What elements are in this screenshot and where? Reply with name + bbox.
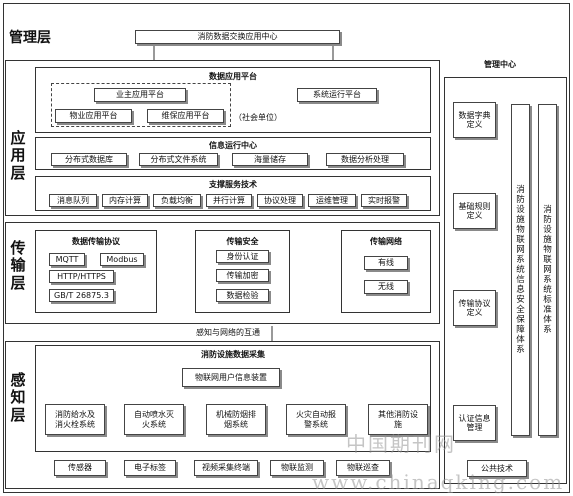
standard-system-column: 消防设施物联网系统标准体系: [538, 104, 557, 436]
mc-line: 认证信息: [458, 413, 491, 423]
data-dictionary-box: 数据字典 定义: [453, 102, 496, 138]
iot-patrol-box: 物联巡查: [336, 460, 390, 476]
rfid-tag-box: 电子标签: [124, 460, 176, 476]
network-wireless: 无线: [364, 280, 408, 294]
application-label-char: 用: [10, 146, 26, 165]
outer-frame: [3, 3, 570, 493]
application-layer-label: 应 用 层: [9, 129, 27, 182]
data-exchange-center: 消防数据交换应用中心: [135, 30, 340, 44]
property-platform: 物业应用平台: [55, 109, 132, 123]
mc-line: 传输协议: [458, 298, 491, 308]
mc-line: 数据字典: [458, 110, 491, 120]
sensor-box: 传感器: [54, 460, 106, 476]
security-item: 身份认证: [216, 250, 269, 263]
perception-label-char: 层: [10, 405, 26, 424]
perception-label-char: 知: [10, 388, 26, 407]
support-item: 负载均衡: [153, 194, 201, 207]
support-item: 内存计算: [102, 194, 148, 207]
protocol-gbt: GB/T 26875.3: [49, 289, 114, 302]
system-line: 其他消防设: [378, 410, 418, 420]
ops-platform: 系统运行平台: [297, 88, 377, 102]
application-label-char: 应: [10, 129, 26, 147]
protocol-mqtt: MQTT: [49, 253, 85, 266]
info-item: 分布式文件系统: [139, 153, 218, 166]
interconnect-label: 感知与网络的互通: [196, 328, 260, 337]
info-center-title: 信息运行中心: [209, 141, 257, 150]
system-line: 消防给水及: [55, 410, 95, 420]
system-line: 自动喷水灭: [134, 410, 174, 420]
info-item: 分布式数据库: [51, 153, 127, 166]
system-line: 机械防烟排: [216, 410, 256, 420]
iot-user-device: 物联网用户信息装置: [182, 368, 280, 387]
management-center-title: 管理中心: [484, 60, 516, 69]
standard-system-text: 消防设施物联网系统标准体系: [543, 205, 552, 335]
video-terminal-box: 视频采集终端: [194, 460, 258, 476]
mc-line: 定义: [466, 120, 483, 129]
perception-layer-label: 感 知 层: [9, 371, 27, 424]
system-box: 其他消防设 施: [368, 404, 428, 435]
transmission-label-char: 层: [10, 273, 26, 292]
management-layer-label: 管理层: [9, 30, 51, 46]
protocol-title: 数据传输协议: [72, 237, 120, 246]
application-label-char: 层: [10, 163, 26, 182]
perception-label-char: 感: [10, 371, 26, 389]
support-item: 协议处理: [257, 194, 303, 207]
security-item: 传输加密: [216, 269, 269, 282]
data-collection-title: 消防设施数据采集: [201, 350, 265, 359]
support-item: 运维管理: [308, 194, 356, 207]
info-item: 海量储存: [232, 153, 308, 166]
system-line: 消火栓系统: [55, 419, 95, 429]
system-box: 自动喷水灭 火系统: [124, 404, 184, 435]
maintenance-platform: 维保应用平台: [147, 109, 224, 123]
system-box: 机械防烟排 烟系统: [206, 404, 266, 435]
security-system-column: 消防设施物联网系统信息安全保障体系: [511, 104, 530, 436]
support-item: 实时报警: [361, 194, 407, 207]
system-line: 火系统: [142, 419, 166, 429]
security-item: 数据检验: [216, 289, 269, 302]
system-box: 火灾自动报 警系统: [286, 404, 346, 435]
protocol-http: HTTP/HTTPS: [49, 270, 114, 283]
system-line: 施: [394, 419, 402, 429]
network-title: 传输网络: [370, 237, 402, 246]
network-frame: [341, 230, 431, 313]
mc-line: 管理: [466, 423, 483, 432]
mc-line: 定义: [466, 211, 483, 220]
transmission-protocol-box: 传输协议 定义: [453, 290, 496, 326]
support-item: 消息队列: [49, 194, 97, 207]
transmission-label-char: 传: [10, 239, 26, 257]
owner-platform: 业主应用平台: [94, 88, 186, 102]
social-unit-group: [51, 83, 231, 127]
system-box: 消防给水及 消火栓系统: [45, 404, 105, 435]
system-line: 警系统: [304, 419, 328, 429]
mc-line: 定义: [466, 308, 483, 317]
social-unit-note: （社会单位）: [234, 113, 282, 122]
watermark-cn: 中国期刊网: [346, 432, 456, 456]
protocol-modbus: Modbus: [100, 253, 144, 266]
public-tech-box: 公共技术: [467, 460, 527, 477]
auth-info-box: 认证信息 管理: [453, 405, 496, 441]
watermark-url: www.chinaqking.com: [312, 470, 565, 494]
transmission-label-char: 输: [10, 256, 26, 275]
basic-rules-box: 基础规则 定义: [453, 193, 496, 229]
transmission-layer-label: 传 输 层: [9, 239, 27, 292]
system-line: 烟系统: [224, 419, 248, 429]
info-item: 数据分析处理: [326, 153, 404, 166]
network-wired: 有线: [364, 256, 408, 270]
system-line: 火灾自动报: [296, 410, 336, 420]
support-tech-title: 支撑服务技术: [209, 180, 257, 189]
security-system-text: 消防设施物联网系统信息安全保障体系: [516, 185, 525, 355]
security-title: 传输安全: [226, 237, 259, 246]
data-platform-title: 数据应用平台: [209, 72, 257, 81]
mc-line: 基础规则: [458, 201, 491, 211]
support-item: 并行计算: [206, 194, 252, 207]
iot-monitor-box: 物联监测: [270, 460, 324, 476]
